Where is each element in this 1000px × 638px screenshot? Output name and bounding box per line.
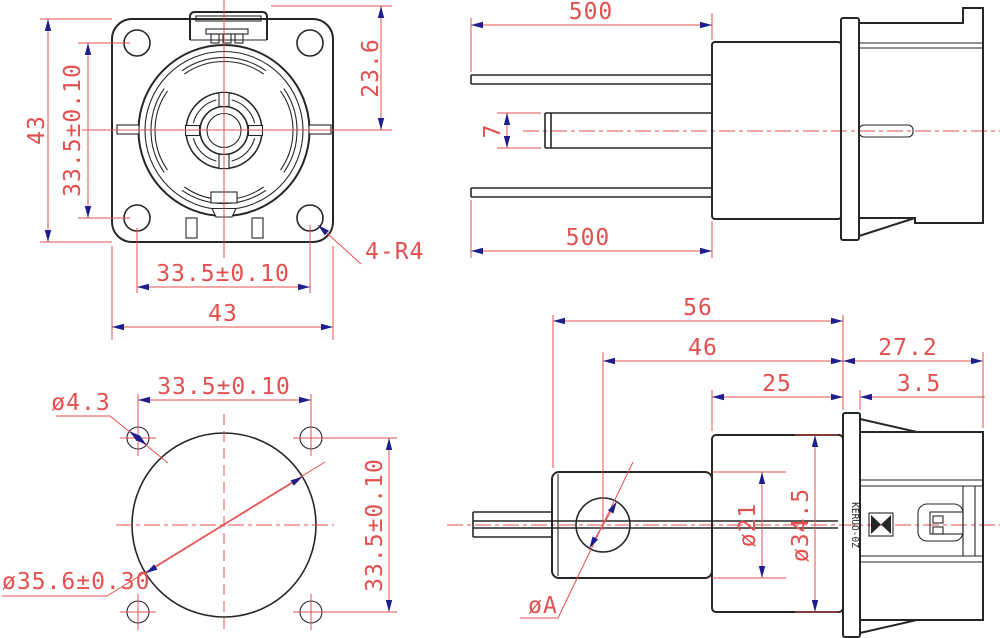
dim-cutout-dia: ø35.6±0.30	[2, 569, 150, 595]
cable	[472, 511, 838, 538]
hole-dia-leader	[56, 415, 169, 464]
dim-cutout-spacing-v: 33.5±0.10	[362, 458, 388, 592]
dim-front-width: 43	[208, 301, 238, 327]
section-view: KERUO-0Z 56 46 27.2 25 3.5 ø21 ø34.5 øA	[447, 295, 1000, 638]
extension-lines	[470, 13, 713, 258]
extension-lines	[137, 394, 397, 613]
center-contact-pin	[858, 124, 914, 138]
contact-ring-segments	[192, 99, 256, 162]
dim-section-front: 27.2	[878, 335, 937, 361]
dim-section-body-dia: ø34.5	[788, 488, 814, 562]
cable-dia-arrow	[588, 524, 604, 549]
mounting-hole	[296, 29, 324, 57]
dim-section-flange-thickness: 3.5	[897, 371, 942, 397]
corner-radius-note: 4-R4	[365, 239, 424, 265]
dim-front-hole-spacing-v: 33.5±0.10	[60, 63, 86, 197]
cutout-dia-arrow	[145, 524, 225, 574]
symbol-bowtie	[871, 515, 891, 534]
dim-section-rear: 46	[688, 335, 718, 361]
latch-detail	[932, 515, 944, 524]
tab-top-bar	[195, 15, 262, 22]
flange	[840, 17, 860, 241]
tab-outline	[189, 11, 268, 40]
dim-cutout-spacing-h: 33.5±0.10	[157, 374, 291, 400]
rear-body	[711, 434, 844, 613]
dim-section-cable-dia: øA	[528, 593, 558, 619]
dim-front-height: 43	[24, 115, 50, 145]
shell-seam	[859, 42, 983, 49]
dim-wire-length-top: 500	[569, 0, 614, 25]
dim-front-hole-spacing-h: 33.5±0.10	[156, 261, 290, 287]
latch-ridge	[210, 33, 220, 44]
cutout-dia-leader	[2, 461, 326, 597]
dim-front-tab-to-center: 23.6	[358, 38, 384, 97]
dim-cutout-hole-dia: ø4.3	[51, 390, 110, 416]
panel-cutout-view: ø4.3 33.5±0.10 33.5±0.10 ø35.6±0.30	[2, 374, 397, 634]
latch-slot	[929, 511, 964, 535]
latch-ridge	[222, 33, 232, 44]
corner-radius-leader	[317, 224, 362, 265]
locking-tab	[189, 11, 268, 44]
dim-section-body: 25	[762, 371, 792, 397]
latch-wings	[859, 418, 918, 634]
side-view: 500 7 500	[470, 0, 1000, 258]
center-lines	[82, 0, 392, 258]
wires	[470, 74, 712, 198]
front-view: 43 33.5±0.10 23.6 33.5±0.10 43 4-R4	[24, 0, 424, 340]
cable-dia-arrow	[602, 501, 618, 526]
dim-wire-dia: 7	[480, 124, 506, 139]
shell-seams	[860, 479, 983, 563]
extension-lines	[40, 5, 392, 340]
flange	[842, 412, 861, 638]
latch-mechanism	[917, 503, 964, 542]
latch-ridge	[234, 33, 244, 44]
mating-shell	[859, 7, 984, 224]
mating-shell	[860, 431, 984, 621]
dim-wire-length-bottom: 500	[566, 225, 611, 251]
flange-marking: KERUO-0Z	[849, 502, 860, 548]
symbol-box	[868, 512, 894, 537]
latch-detail	[932, 526, 944, 535]
dim-section-overall: 56	[683, 295, 713, 321]
latch-wing	[858, 217, 916, 237]
cutout-dia-arrow	[223, 476, 303, 526]
bottom-foot	[251, 217, 264, 239]
bottom-foot	[185, 217, 198, 239]
latch-button-bar	[205, 28, 249, 35]
dim-section-rear-dia: ø21	[735, 503, 761, 548]
hole-dia-arrow	[129, 430, 141, 442]
cable-dia-leader	[520, 461, 634, 619]
orientation-symbol	[868, 512, 894, 537]
hole-dia-arrow	[135, 434, 147, 446]
